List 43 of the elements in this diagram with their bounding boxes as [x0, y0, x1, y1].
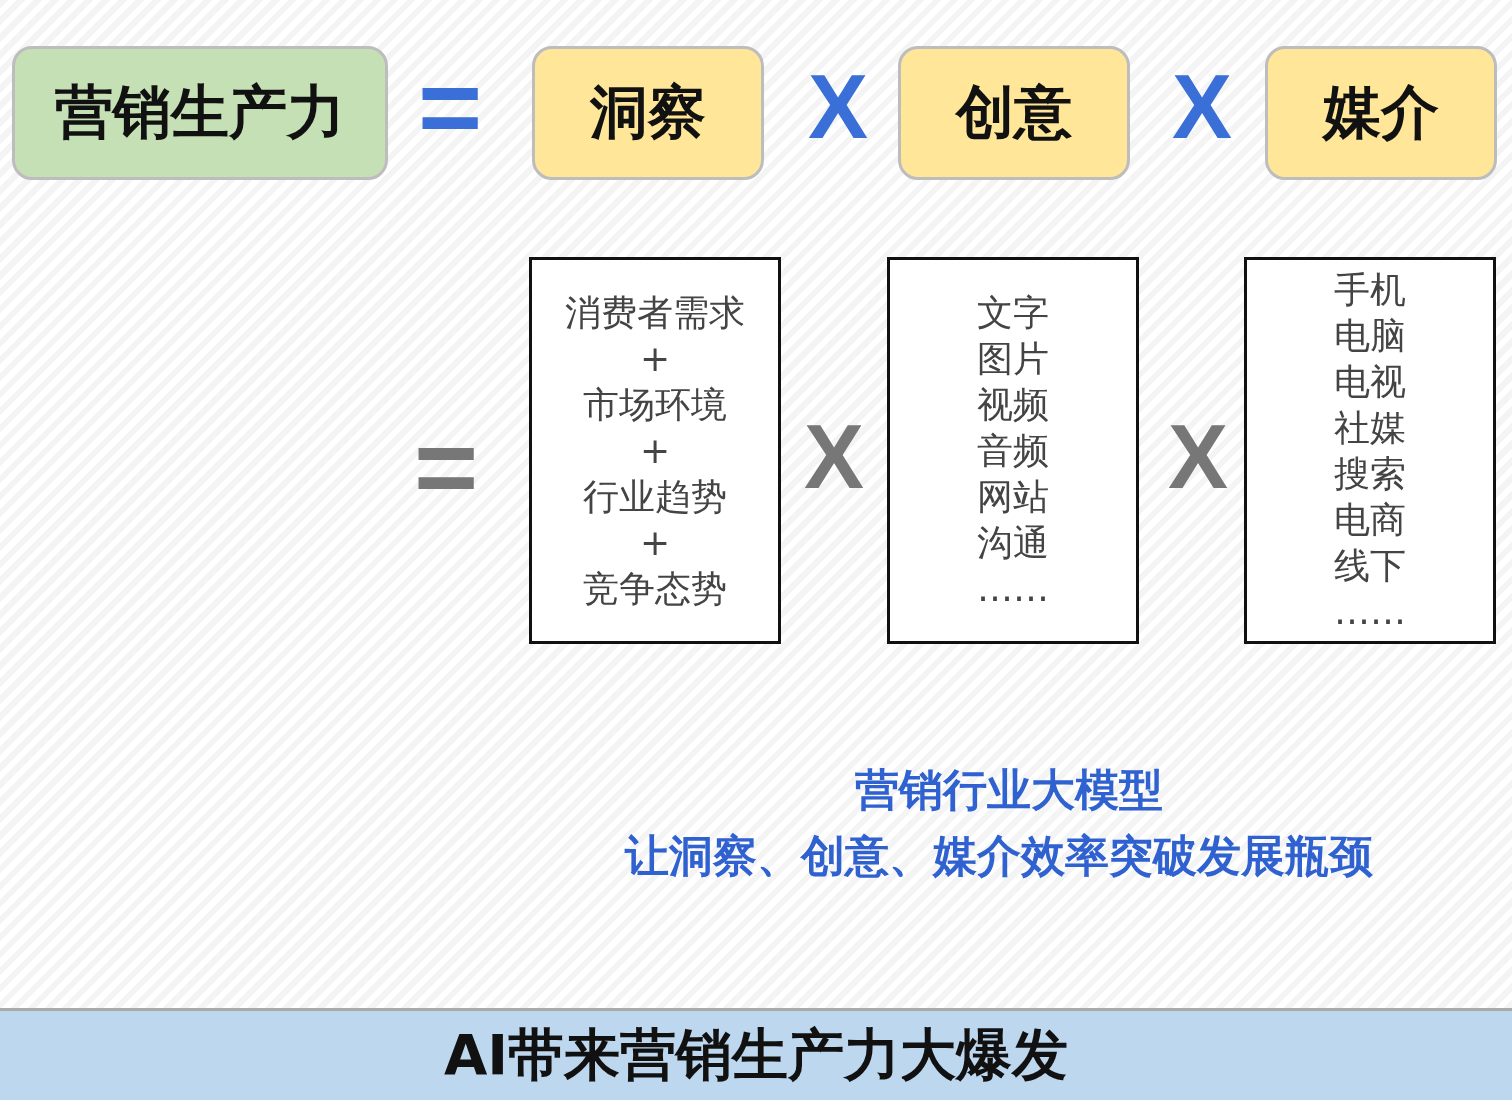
node-text: 网站	[977, 474, 1049, 519]
node-text: ……	[977, 566, 1049, 611]
node-text: 消费者需求	[565, 290, 745, 335]
node-text: 文字	[977, 290, 1049, 335]
detail-box	[529, 257, 781, 644]
detail-box	[887, 257, 1139, 644]
node-text: 营销生产力	[55, 77, 345, 148]
node-text: +	[639, 428, 671, 473]
multiply-sign: X	[1172, 62, 1233, 152]
equals-sign: =	[414, 412, 479, 522]
node-text: AI带来营销生产力大爆发	[443, 1020, 1069, 1089]
node-text: 电商	[1334, 497, 1406, 542]
concept-box	[898, 46, 1130, 180]
note-text: 营销行业大模型	[855, 768, 1163, 812]
detail-box	[1244, 257, 1496, 644]
node-text: 洞察	[590, 77, 706, 148]
node-text: +	[639, 336, 671, 381]
multiply-sign: X	[1168, 412, 1229, 502]
node-text: 线下	[1334, 543, 1406, 588]
node-text: 市场环境	[583, 382, 727, 427]
node-text: +	[639, 520, 671, 565]
node-text: 媒介	[1323, 77, 1439, 148]
multiply-sign: X	[808, 62, 869, 152]
banner	[0, 1008, 1512, 1100]
node-text: 图片	[977, 336, 1049, 381]
node-text: 音频	[977, 428, 1049, 473]
node-text: 沟通	[977, 520, 1049, 565]
node-text: ……	[1334, 589, 1406, 634]
multiply-sign: X	[804, 412, 865, 502]
node-text: 电视	[1334, 359, 1406, 404]
concept-box	[532, 46, 764, 180]
concept-box	[1265, 46, 1497, 180]
note-text: 让洞察、创意、媒介效率突破发展瓶颈	[625, 834, 1373, 878]
node-text: 搜索	[1334, 451, 1406, 496]
equals-sign: =	[418, 52, 483, 162]
node-text: 电脑	[1334, 313, 1406, 358]
node-text: 视频	[977, 382, 1049, 427]
node-text: 行业趋势	[583, 474, 727, 519]
node-text: 创意	[956, 77, 1072, 148]
node-text: 手机	[1334, 267, 1406, 312]
concept-box	[12, 46, 388, 180]
node-text: 社媒	[1334, 405, 1406, 450]
node-text: 竞争态势	[583, 566, 727, 611]
